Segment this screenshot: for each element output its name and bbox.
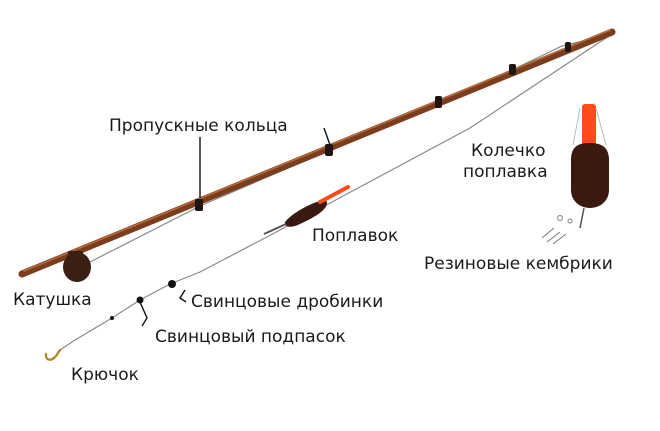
label-float-ring-2: поплавка [463, 162, 548, 182]
guide-ring [565, 42, 571, 52]
label-sinker: Свинцовый подпасок [155, 327, 346, 347]
rubber-tube-icon [541, 214, 573, 245]
label-reel: Катушка [13, 290, 92, 310]
leader-lines [139, 127, 331, 327]
guide-ring [325, 144, 333, 156]
label-float-ring-1: Колечко [471, 141, 546, 161]
sinker-weight [110, 316, 114, 320]
label-guide-rings: Пропускные кольца [109, 116, 288, 136]
float-icon [263, 185, 350, 235]
lead-shot [136, 296, 144, 304]
label-float: Поплавок [312, 226, 398, 246]
label-rubber-tubes: Резиновые кембрики [424, 254, 613, 274]
label-lead-shot: Свинцовые дробинки [191, 292, 383, 312]
guide-ring [435, 96, 442, 108]
guide-ring [509, 64, 516, 75]
float-detail-icon [571, 104, 609, 229]
lead-shot [168, 280, 176, 288]
reel-icon [63, 251, 91, 282]
label-hook: Крючок [71, 365, 139, 385]
guide-ring [195, 199, 203, 211]
hook-icon [44, 348, 62, 361]
